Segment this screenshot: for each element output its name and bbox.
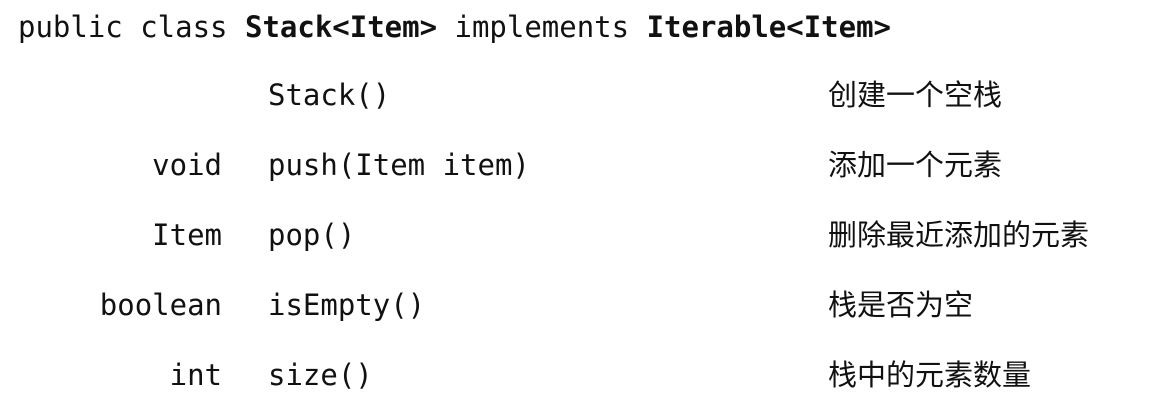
signature-prefix: public class xyxy=(18,10,245,44)
method-signature: push(Item item) xyxy=(268,148,530,182)
method-signature: Stack() xyxy=(268,78,391,112)
return-type: boolean xyxy=(99,288,222,322)
return-type: void xyxy=(152,148,222,182)
api-row-push: void push(Item item) 添加一个元素 xyxy=(0,142,1157,188)
api-row-size: int size() 栈中的元素数量 xyxy=(0,352,1157,398)
return-type: Item xyxy=(152,218,222,252)
api-row-pop: Item pop() 删除最近添加的元素 xyxy=(0,212,1157,258)
api-row-isempty: boolean isEmpty() 栈是否为空 xyxy=(0,282,1157,328)
class-name: Stack<Item> xyxy=(244,10,438,44)
method-signature: pop() xyxy=(268,218,356,252)
method-description: 栈是否为空 xyxy=(828,288,974,322)
method-description: 创建一个空栈 xyxy=(828,78,1003,112)
method-description: 栈中的元素数量 xyxy=(828,358,1032,392)
class-signature: public class Stack<Item> implements Iter… xyxy=(18,4,891,50)
method-description: 添加一个元素 xyxy=(828,148,1003,182)
method-signature: isEmpty() xyxy=(268,288,426,322)
method-description: 删除最近添加的元素 xyxy=(828,218,1090,252)
method-signature: size() xyxy=(268,358,373,392)
implements-keyword: implements xyxy=(437,10,647,44)
interface-name: Iterable<Item> xyxy=(646,10,891,44)
return-type: int xyxy=(169,358,222,392)
api-row-constructor: Stack() 创建一个空栈 xyxy=(0,72,1157,118)
